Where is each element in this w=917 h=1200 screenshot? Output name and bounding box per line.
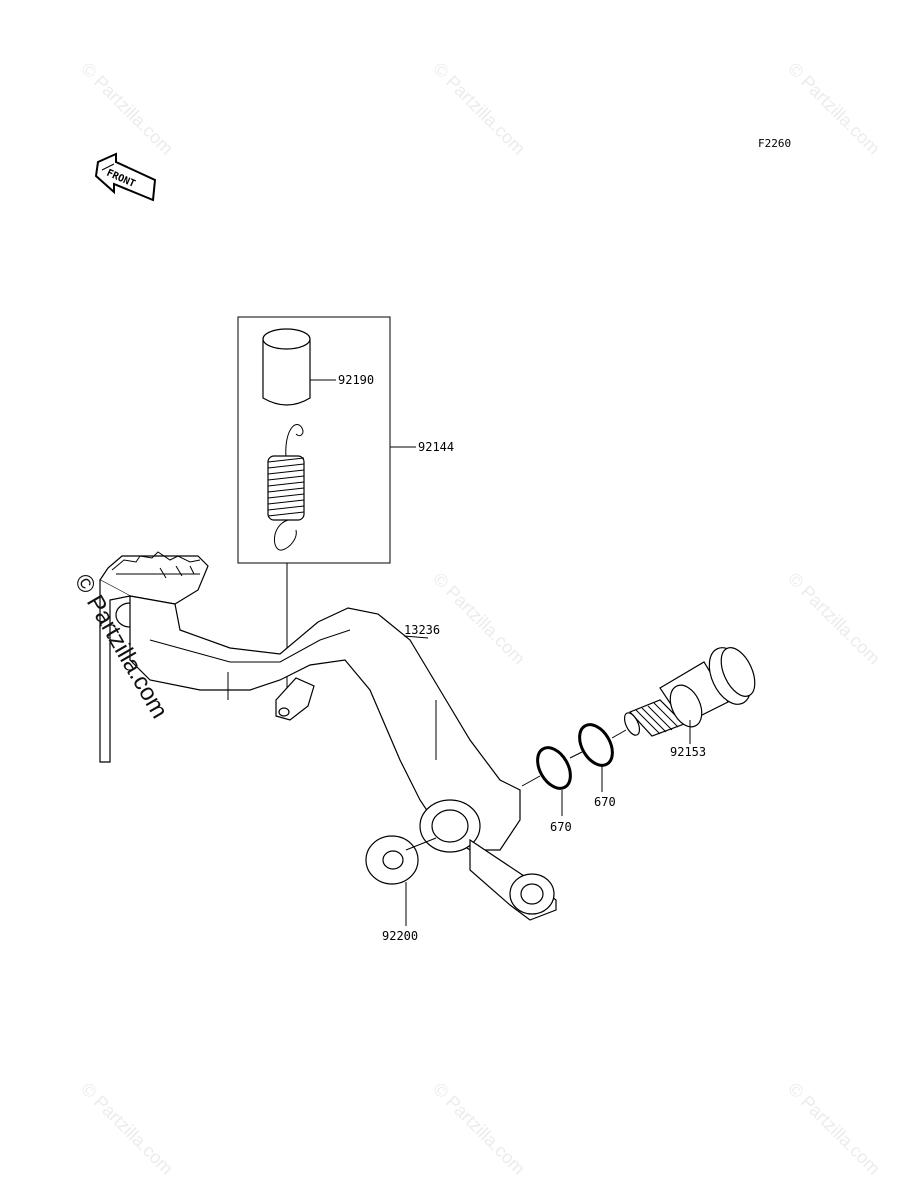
watermark-tr: © Partzilla.com	[784, 59, 884, 159]
spring-sleeve	[262, 328, 311, 406]
callout-92200: 92200	[382, 929, 418, 943]
spring-kit-box	[237, 316, 416, 564]
front-arrow-icon: FRONT	[94, 152, 157, 202]
callout-670-inner: 670	[550, 820, 572, 834]
watermark-bl: © Partzilla.com	[77, 1079, 177, 1179]
brake-pedal	[99, 551, 557, 921]
washer	[365, 835, 437, 885]
oring-outer	[578, 723, 614, 767]
watermark-tl: © Partzilla.com	[77, 59, 177, 159]
watermark-mr: © Partzilla.com	[784, 569, 884, 669]
callout-92190: 92190	[338, 373, 374, 387]
watermark-br: © Partzilla.com	[784, 1079, 884, 1179]
callout-13236: 13236	[404, 623, 440, 637]
watermark-tc: © Partzilla.com	[429, 59, 529, 159]
watermark-grid: © Partzilla.com © Partzilla.com © Partzi…	[77, 59, 884, 1179]
callout-92144: 92144	[418, 440, 454, 454]
callout-670-outer: 670	[594, 795, 616, 809]
callout-92153: 92153	[670, 745, 706, 759]
pivot-bolt	[623, 647, 756, 737]
oring-inner	[536, 746, 572, 790]
watermark-bc: © Partzilla.com	[429, 1079, 529, 1179]
return-spring	[267, 424, 305, 551]
figure-code: F2260	[758, 137, 791, 150]
watermark-mc: © Partzilla.com	[429, 569, 529, 669]
